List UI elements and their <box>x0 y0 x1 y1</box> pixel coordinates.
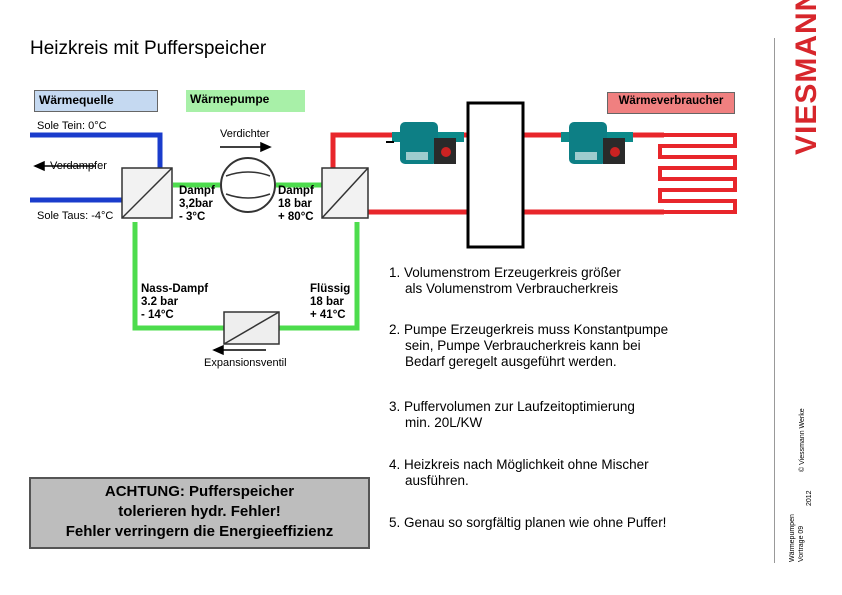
expansion-valve-icon <box>223 311 280 345</box>
verdampfer-label: Verdampfer <box>50 160 107 172</box>
sidebar-divider <box>774 38 775 563</box>
verdichter-label: Verdichter <box>220 128 270 140</box>
copyright-text: © Viessmann Werke <box>799 408 806 472</box>
page-title: Heizkreis mit Pufferspeicher <box>30 38 267 59</box>
generator-pump-icon <box>392 122 464 164</box>
buffer-tank <box>466 101 525 249</box>
sole-taus-label: Sole Taus: -4°C <box>37 210 114 222</box>
consumer-pump-icon <box>561 122 633 164</box>
footer-line-2: Vortrage 09 <box>798 525 805 562</box>
expansionsventil-label: Expansionsventil <box>204 357 287 369</box>
sole-tein-label: Sole Tein: 0°C <box>37 120 107 132</box>
viessmann-logo: VIESMANN <box>790 0 823 155</box>
note-3: 3. Puffervolumen zur Laufzeitoptimierung… <box>389 399 635 430</box>
flow-arrows <box>33 141 272 356</box>
footer-year: 2012 <box>806 490 813 506</box>
source-pipes <box>30 132 163 203</box>
note-2: 2. Pumpe Erzeugerkreis muss Konstantpump… <box>389 322 669 369</box>
condenser-exchanger <box>321 167 369 219</box>
evaporator-exchanger <box>121 167 173 219</box>
note-5: 5. Genau so sorgfältig planen wie ohne P… <box>389 515 667 530</box>
waermeverbraucher-label: Wärmeverbraucher <box>607 92 735 114</box>
compressor-icon <box>220 157 276 213</box>
underfloor-coil <box>658 133 737 214</box>
note-4: 4. Heizkreis nach Möglichkeit ohne Misch… <box>389 457 649 488</box>
footer-line-1: Wärmepumpen <box>789 514 796 562</box>
waermequelle-label: Wärmequelle <box>34 90 158 112</box>
waermepumpe-label: Wärmepumpe <box>186 90 305 112</box>
refrigerant-loop <box>132 182 360 331</box>
